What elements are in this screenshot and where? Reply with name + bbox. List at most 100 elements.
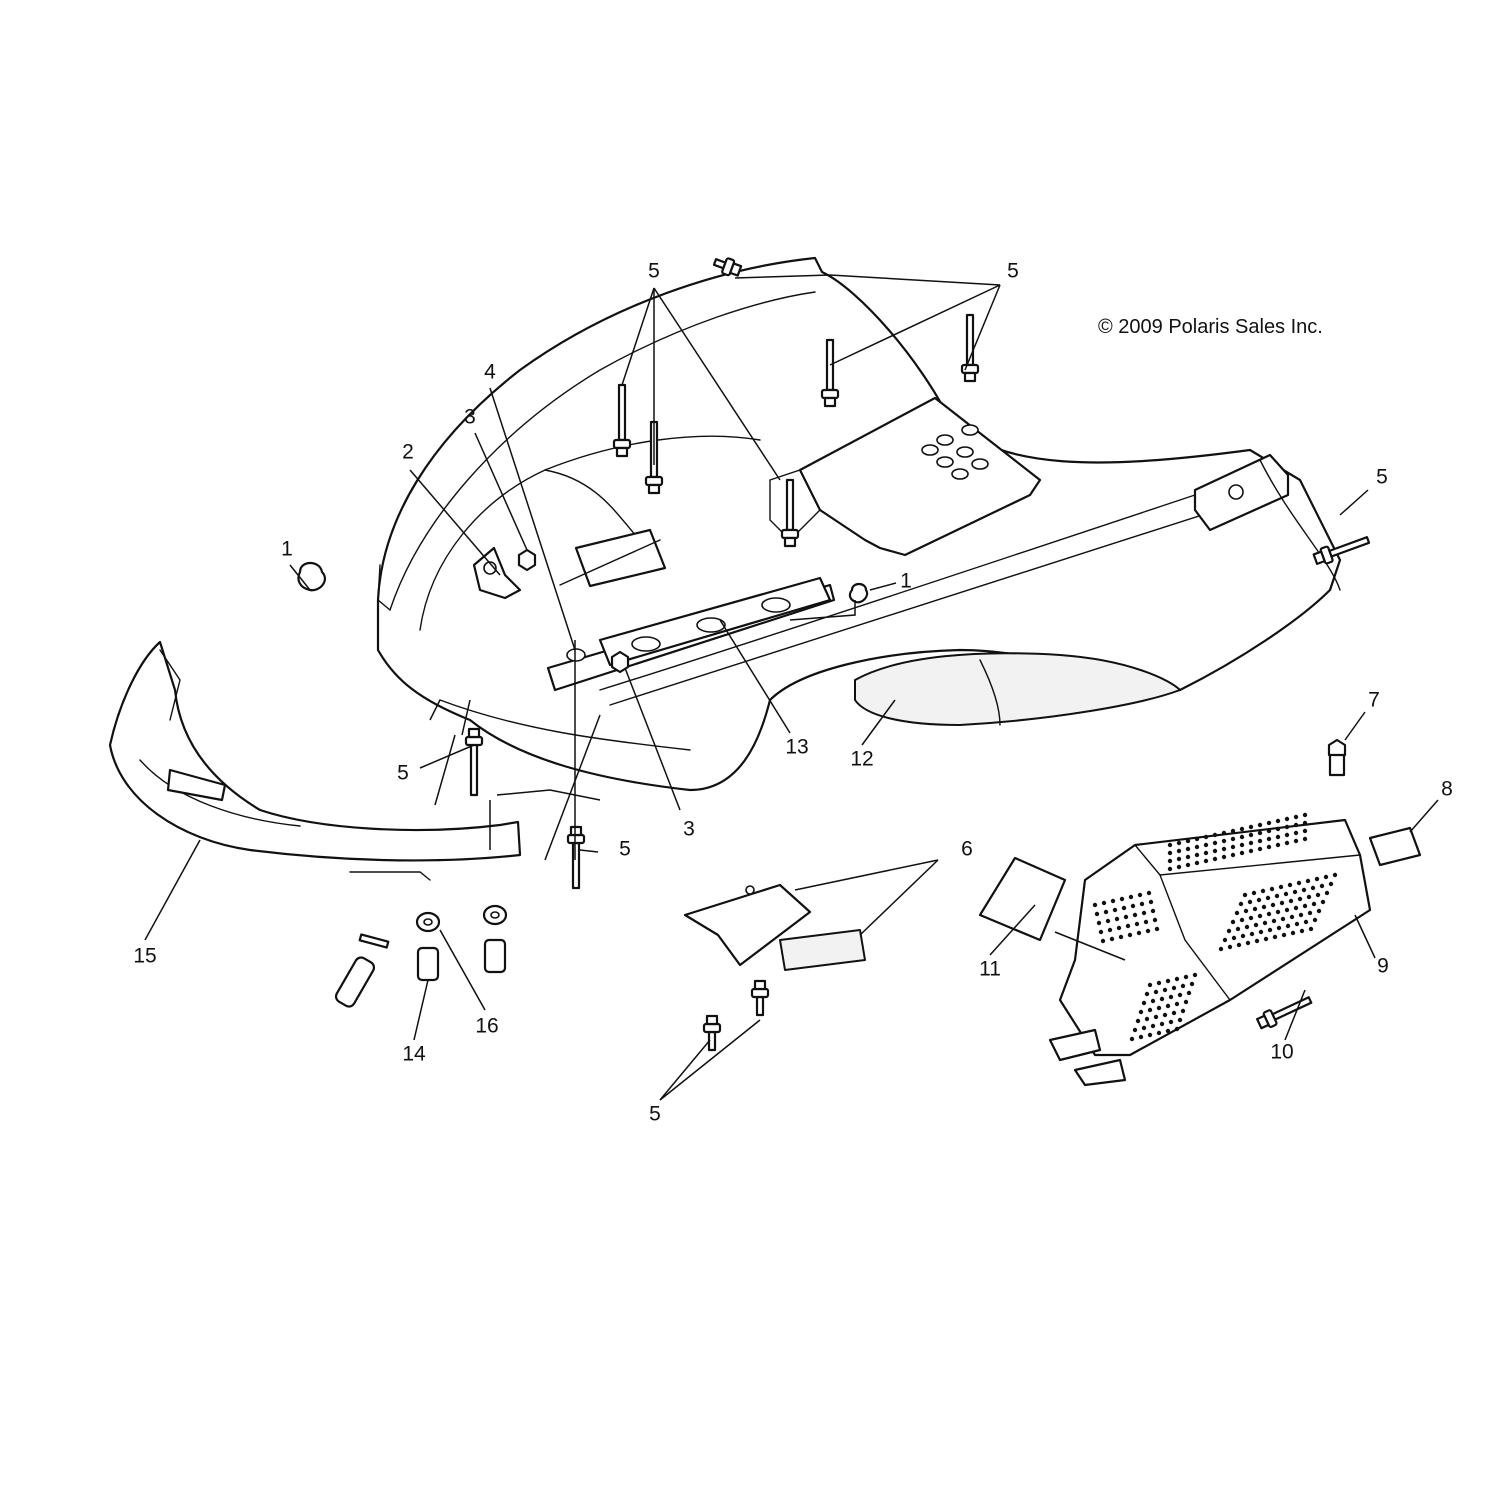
leader-line — [859, 859, 939, 936]
leader-line — [734, 274, 1001, 286]
callout-1: 1 — [900, 570, 912, 593]
rear-bracket — [769, 396, 1042, 557]
perforation — [1262, 920, 1268, 926]
perforation — [1239, 917, 1245, 923]
leader-line — [489, 387, 576, 651]
perforation — [1189, 981, 1195, 987]
hex-nut — [517, 548, 537, 572]
perforation — [1297, 896, 1303, 902]
leader-line — [621, 287, 655, 386]
perforation — [1147, 1032, 1153, 1038]
fasteners — [297, 257, 1371, 1052]
perforation — [1171, 1010, 1177, 1016]
leader-line — [289, 564, 311, 591]
perforation — [1183, 974, 1189, 980]
perforation — [1174, 976, 1180, 982]
perforation — [1292, 889, 1298, 895]
perforation — [1103, 909, 1109, 915]
perforation — [1239, 850, 1245, 856]
perforation — [1284, 832, 1290, 838]
perforation — [1114, 916, 1120, 922]
perforation — [1092, 902, 1098, 908]
perforation — [1185, 854, 1191, 860]
perforation — [1141, 1000, 1147, 1006]
bumper-pin — [334, 956, 376, 1008]
perforation — [1328, 881, 1334, 887]
leader-line — [434, 734, 456, 806]
perforation — [1293, 905, 1299, 911]
perforation — [1221, 838, 1227, 844]
perforation — [1180, 1008, 1186, 1014]
perforation — [1203, 834, 1209, 840]
callout-4: 4 — [484, 361, 496, 384]
leader-line — [579, 849, 599, 853]
perforation — [1212, 856, 1218, 862]
perforation — [1248, 824, 1254, 830]
perforation — [1266, 820, 1272, 826]
callout-5: 5 — [1376, 466, 1388, 489]
perforation — [1281, 932, 1287, 938]
perforation — [1125, 923, 1131, 929]
perforation — [1302, 812, 1308, 818]
decal — [978, 856, 1067, 942]
spacer — [358, 933, 390, 949]
perforation — [1177, 1017, 1183, 1023]
perforation — [1257, 846, 1263, 852]
perforation — [1253, 922, 1259, 928]
perforation — [1274, 893, 1280, 899]
perforation — [1299, 928, 1305, 934]
perforation — [1145, 928, 1151, 934]
callout-13: 13 — [785, 736, 808, 759]
perforation — [1128, 894, 1134, 900]
perforation — [1176, 856, 1182, 862]
rivet — [464, 727, 484, 797]
leader-line — [989, 904, 1036, 956]
perforation — [1258, 929, 1264, 935]
perforation — [1287, 882, 1293, 888]
perforation — [1203, 858, 1209, 864]
perforation — [1302, 836, 1308, 842]
perforation — [1194, 852, 1200, 858]
perforation — [1332, 872, 1338, 878]
callout-5: 5 — [649, 1103, 661, 1126]
perforation — [1247, 899, 1253, 905]
perforation — [1147, 982, 1153, 988]
perforation — [1153, 1014, 1159, 1020]
callout-3: 3 — [683, 818, 695, 841]
perforation — [1180, 983, 1186, 989]
perforation — [1293, 814, 1299, 820]
perforation — [1238, 901, 1244, 907]
callout-11: 11 — [979, 958, 1001, 981]
perforation — [1230, 828, 1236, 834]
perforation — [1212, 848, 1218, 854]
perforation — [1165, 1028, 1171, 1034]
perforation — [1272, 934, 1278, 940]
perforation — [1257, 838, 1263, 844]
perforation — [1153, 989, 1159, 995]
perforation — [1156, 1030, 1162, 1036]
perforation — [1266, 828, 1272, 834]
perforation — [1235, 926, 1241, 932]
perforation — [1154, 926, 1160, 932]
perforation — [1150, 908, 1156, 914]
leader-line — [144, 839, 201, 941]
perforation — [1314, 876, 1320, 882]
perforation — [1096, 920, 1102, 926]
perforation — [1284, 824, 1290, 830]
callout-6: 6 — [961, 838, 973, 861]
perforation — [1165, 978, 1171, 984]
leader-lines — [144, 274, 1439, 1101]
perforation — [1134, 921, 1140, 927]
perforation — [1159, 1021, 1165, 1027]
front-bumper — [108, 640, 522, 881]
perforation — [1245, 940, 1251, 946]
perforation — [1289, 914, 1295, 920]
callout-5: 5 — [619, 838, 631, 861]
perforation — [1146, 890, 1152, 896]
perforation — [1308, 926, 1314, 932]
perforation — [1123, 914, 1129, 920]
perforation — [1148, 899, 1154, 905]
perforation — [1312, 917, 1318, 923]
rivet — [702, 1014, 722, 1052]
perforation — [1167, 842, 1173, 848]
